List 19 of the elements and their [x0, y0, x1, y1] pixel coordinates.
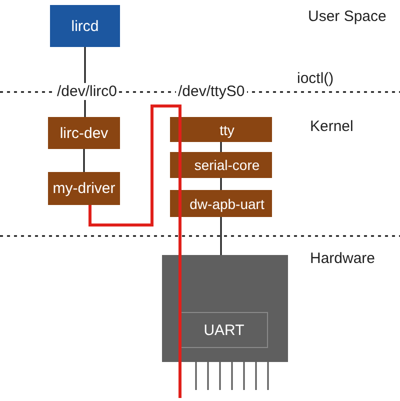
module-box: tty — [170, 117, 272, 142]
connector-line — [88, 104, 182, 398]
module-box: my-driver — [48, 172, 120, 205]
uart-box: UART — [180, 312, 268, 348]
device-path-label: /dev/ttyS0 — [176, 83, 247, 100]
layer-label: Hardware — [310, 250, 376, 267]
layer-label: User Space — [308, 8, 386, 25]
connector-line — [220, 142, 222, 152]
connector-line — [83, 149, 85, 172]
module-box: serial-core — [170, 152, 272, 178]
module-box: lirc-dev — [48, 117, 120, 149]
device-path-label: /dev/lirc0 — [55, 83, 120, 100]
chip-box — [162, 255, 288, 362]
lircd-box: lircd — [50, 5, 120, 47]
connector-line — [220, 217, 222, 255]
layer-label: Kernel — [310, 118, 354, 135]
module-box: dw-apb-uart — [170, 190, 272, 217]
call-label: ioctl() — [297, 70, 334, 87]
connector-line — [220, 178, 222, 190]
